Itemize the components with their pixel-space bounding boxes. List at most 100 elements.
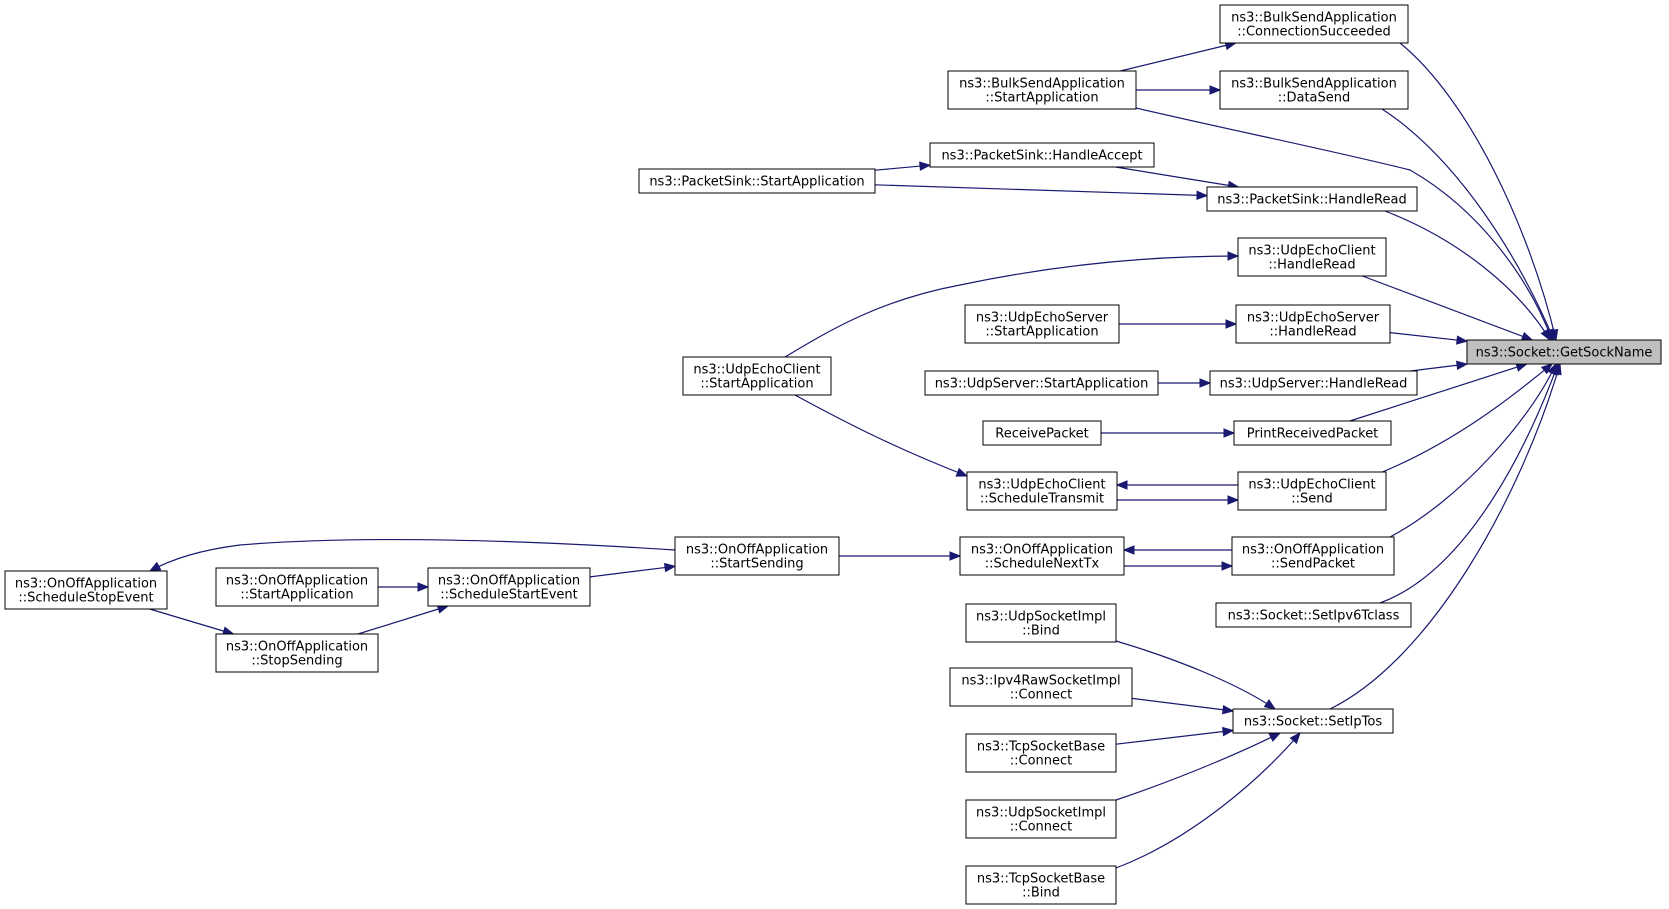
edge-echoc_send-to-getsockname (1379, 363, 1554, 474)
arrowhead (1115, 480, 1128, 490)
node-box (427, 567, 591, 607)
edge-bulk_datasend-to-getsockname (1381, 108, 1555, 342)
node-onoff_stopev[interactable]: ns3::OnOffApplication::ScheduleStopEvent (4, 570, 168, 610)
node-box (959, 536, 1125, 576)
node-label: ns3::OnOffApplication (226, 640, 368, 655)
node-label: ns3::UdpEchoClient (978, 478, 1105, 493)
arrowhead (1122, 545, 1135, 555)
edge-bulk_start-to-bulk_connsucc (1120, 40, 1238, 72)
node-label: ns3::OnOffApplication (226, 574, 368, 589)
node-setipv6[interactable]: ns3::Socket::SetIpv6Tclass (1215, 602, 1412, 628)
node-label: ns3::BulkSendApplication (1231, 77, 1397, 92)
node-onoff_nexttx[interactable]: ns3::OnOffApplication::ScheduleNextTx (959, 536, 1125, 576)
node-setiptos[interactable]: ns3::Socket::SetIpTos (1232, 708, 1394, 734)
arrowhead (1221, 704, 1235, 715)
arrowhead (1227, 251, 1240, 261)
node-label: ::Connect (1010, 688, 1073, 703)
node-raw_connect[interactable]: ns3::Ipv4RawSocketImpl::Connect (949, 667, 1133, 707)
node-bulk_start[interactable]: ns3::BulkSendApplication::StartApplicati… (947, 70, 1137, 110)
arrowhead (1289, 731, 1301, 745)
edge-echoc_start-to-echoc_sched (794, 394, 969, 477)
node-box (965, 865, 1117, 905)
node-onoff_startapp[interactable]: ns3::OnOffApplication::StartApplication (215, 567, 379, 607)
node-sink_read[interactable]: ns3::PacketSink::HandleRead (1206, 186, 1418, 212)
edge-line (1381, 108, 1555, 341)
node-label: ns3::TcpSocketBase (977, 872, 1105, 887)
node-box (1232, 708, 1394, 734)
node-box (964, 304, 1120, 344)
node-label: ::Connect (1010, 754, 1073, 769)
node-onoff_startsend[interactable]: ns3::OnOffApplication::StartSending (674, 536, 840, 576)
edge-line (1115, 640, 1276, 710)
node-label: ns3::OnOffApplication (1242, 543, 1384, 558)
node-label: ns3::Socket::SetIpTos (1244, 715, 1382, 730)
edge-sink_start-to-sink_accept (874, 161, 932, 171)
node-box (982, 420, 1102, 446)
edge-line (1399, 42, 1557, 341)
node-box (1466, 339, 1662, 365)
edge-udps_start-to-udps_read (1158, 378, 1212, 388)
arrowhead (1268, 732, 1282, 742)
edge-line (1384, 210, 1551, 341)
edge-bulk_start-to-bulk_datasend (1136, 85, 1222, 95)
node-echoc_read[interactable]: ns3::UdpEchoClient::HandleRead (1237, 237, 1387, 277)
edge-line (1115, 732, 1281, 801)
edge-line (1379, 363, 1559, 604)
node-label: ns3::PacketSink::HandleAccept (941, 149, 1142, 164)
node-echos_read[interactable]: ns3::UdpEchoServer::HandleRead (1235, 304, 1391, 344)
arrowhead (1520, 331, 1534, 341)
node-box (674, 536, 840, 576)
node-label: ns3::Socket::GetSockName (1476, 346, 1653, 361)
node-onoff_sendpkt[interactable]: ns3::OnOffApplication::SendPacket (1231, 536, 1395, 576)
edge-line (794, 394, 968, 477)
graph-edges (148, 40, 1562, 869)
node-box (1219, 70, 1409, 110)
edge-line (1115, 732, 1301, 869)
node-tcp_bind[interactable]: ns3::TcpSocketBase::Bind (965, 865, 1117, 905)
edge-line (149, 608, 234, 635)
node-sink_accept[interactable]: ns3::PacketSink::HandleAccept (929, 142, 1155, 168)
node-udps_read[interactable]: ns3::UdpServer::HandleRead (1209, 370, 1418, 396)
node-echoc_sched[interactable]: ns3::UdpEchoClient::ScheduleTransmit (966, 471, 1118, 511)
edge-udpimpl_connect-to-setiptos (1115, 732, 1282, 801)
node-onoff_stopsend[interactable]: ns3::OnOffApplication::StopSending (215, 633, 379, 673)
edge-sink_start-to-sink_read (874, 184, 1209, 200)
node-bulk_datasend[interactable]: ns3::BulkSendApplication::DataSend (1219, 70, 1409, 110)
node-udps_start[interactable]: ns3::UdpServer::StartApplication (924, 370, 1159, 396)
arrowhead (919, 161, 932, 171)
node-echos_start[interactable]: ns3::UdpEchoServer::StartApplication (964, 304, 1120, 344)
node-box (1219, 4, 1409, 44)
node-box (1231, 536, 1395, 576)
node-box (924, 370, 1159, 396)
node-sink_start[interactable]: ns3::PacketSink::StartApplication (638, 168, 876, 194)
node-echoc_send[interactable]: ns3::UdpEchoClient::Send (1237, 471, 1387, 511)
node-label: ::ConnectionSucceeded (1237, 25, 1391, 40)
node-echoc_start[interactable]: ns3::UdpEchoClient::StartApplication (682, 356, 832, 396)
node-label: ::StartApplication (240, 588, 353, 603)
edge-onoff_nexttx-to-onoff_sendpkt (1124, 561, 1234, 571)
node-label: ::DataSend (1278, 91, 1351, 106)
node-label: ::StartApplication (985, 325, 1098, 340)
node-box (215, 633, 379, 673)
node-printpkt[interactable]: PrintReceivedPacket (1233, 420, 1392, 446)
node-udpimpl_connect[interactable]: ns3::UdpSocketImpl::Connect (965, 799, 1117, 839)
arrowhead (417, 582, 430, 592)
node-label: ns3::UdpEchoClient (693, 363, 820, 378)
edge-echoc_start-to-echoc_read (784, 251, 1240, 358)
node-label: ns3::UdpServer::HandleRead (1220, 377, 1408, 392)
node-label: ::HandleRead (1268, 258, 1355, 273)
node-udpimpl_bind[interactable]: ns3::UdpSocketImpl::Bind (965, 603, 1117, 643)
edge-line (1389, 332, 1468, 342)
node-box (1237, 471, 1387, 511)
node-bulk_connsucc[interactable]: ns3::BulkSendApplication::ConnectionSucc… (1219, 4, 1409, 44)
node-onoff_startev[interactable]: ns3::OnOffApplication::ScheduleStartEven… (427, 567, 591, 607)
node-tcp_connect[interactable]: ns3::TcpSocketBase::Connect (965, 733, 1117, 773)
node-getsockname[interactable]: ns3::Socket::GetSockName (1466, 339, 1662, 365)
node-label: ns3::BulkSendApplication (1231, 11, 1397, 26)
node-label: ::HandleRead (1269, 325, 1356, 340)
edge-sink_read-to-getsockname (1384, 210, 1551, 342)
node-recvpkt[interactable]: ReceivePacket (982, 420, 1102, 446)
edge-line (1349, 363, 1527, 422)
node-box (1206, 186, 1418, 212)
edge-sink_accept-to-sink_read (1115, 166, 1240, 190)
